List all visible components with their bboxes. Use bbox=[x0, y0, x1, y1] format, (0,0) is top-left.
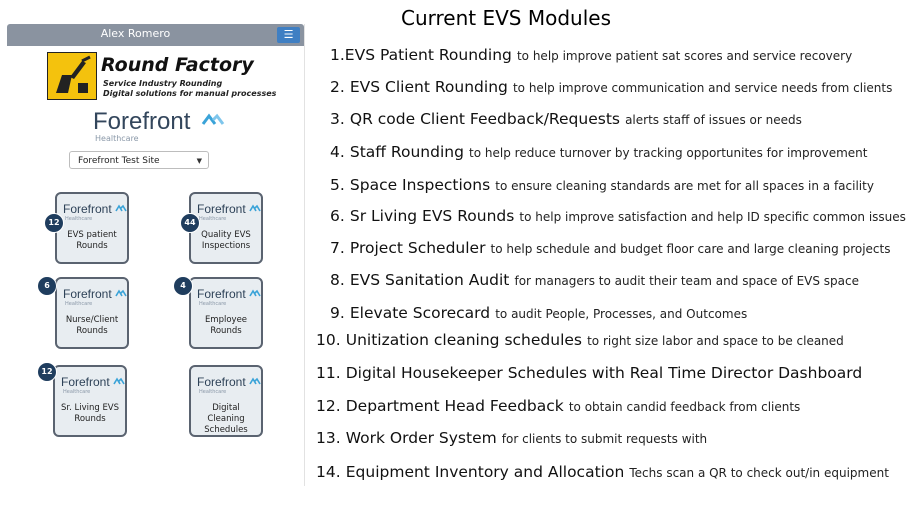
card-logo-sub: Healthcare bbox=[199, 389, 227, 395]
round-factory-logo: Round Factory Service Industry Rounding … bbox=[47, 52, 277, 100]
hamburger-icon[interactable]: ☰ bbox=[277, 27, 300, 43]
site-select-value: Forefront Test Site bbox=[78, 156, 160, 166]
forefront-chevron-icon bbox=[201, 113, 225, 125]
module-item: 5. Space Inspections to ensure cleaning … bbox=[330, 176, 874, 194]
chevron-down-icon: ▼ bbox=[196, 157, 202, 165]
card-logo: Forefront bbox=[197, 375, 246, 389]
module-item: 8. EVS Sanitation Audit for managers to … bbox=[330, 271, 860, 289]
card-logo: Forefront bbox=[197, 287, 246, 301]
forefront-chevron-icon bbox=[249, 377, 261, 385]
card-logo: Forefront bbox=[63, 202, 112, 216]
round-factory-title: Round Factory bbox=[101, 54, 254, 76]
module-item: 14. Equipment Inventory and Allocation T… bbox=[316, 463, 889, 481]
count-badge: 44 bbox=[180, 213, 200, 233]
forefront-chevron-icon bbox=[113, 377, 125, 385]
count-badge: 4 bbox=[173, 276, 193, 296]
card-logo: Forefront bbox=[63, 287, 112, 301]
mop-bucket-icon bbox=[47, 52, 97, 100]
module-item: 7. Project Scheduler to help schedule an… bbox=[330, 239, 891, 257]
card-logo-sub: Healthcare bbox=[199, 301, 227, 307]
forefront-wordmark: Forefront bbox=[93, 108, 191, 135]
card-logo: Forefront bbox=[197, 202, 246, 216]
round-factory-tagline: Digital solutions for manual processes bbox=[103, 89, 277, 98]
module-item: 2. EVS Client Rounding to help improve c… bbox=[330, 78, 893, 96]
module-item: 11. Digital Housekeeper Schedules with R… bbox=[316, 364, 863, 382]
module-item: 4. Staff Rounding to help reduce turnove… bbox=[330, 143, 868, 161]
round-factory-subtitle: Service Industry Rounding bbox=[103, 79, 223, 88]
forefront-subtitle: Healthcare bbox=[95, 134, 139, 143]
count-badge: 6 bbox=[37, 276, 57, 296]
mobile-app-panel: Alex Romero ☰ Round Factory Service Indu… bbox=[7, 24, 305, 486]
card-logo: Forefront bbox=[61, 375, 110, 389]
forefront-logo: Forefront Healthcare bbox=[93, 108, 233, 144]
card-logo-sub: Healthcare bbox=[63, 389, 91, 395]
module-item: 13. Work Order System for clients to sub… bbox=[316, 429, 708, 447]
module-item: 1.EVS Patient Rounding to help improve p… bbox=[330, 46, 853, 64]
module-item: 10. Unitization cleaning schedules to ri… bbox=[316, 331, 844, 349]
card-logo-sub: Healthcare bbox=[199, 216, 227, 222]
module-item: 12. Department Head Feedback to obtain c… bbox=[316, 397, 801, 415]
page-title: Current EVS Modules bbox=[401, 6, 611, 30]
site-select[interactable]: Forefront Test Site ▼ bbox=[69, 151, 209, 169]
module-item: 3. QR code Client Feedback/Requests aler… bbox=[330, 110, 802, 128]
forefront-chevron-icon bbox=[249, 289, 261, 297]
forefront-chevron-icon bbox=[115, 204, 127, 212]
module-item: 9. Elevate Scorecard to audit People, Pr… bbox=[330, 304, 748, 322]
forefront-chevron-icon bbox=[115, 289, 127, 297]
app-top-bar: Alex Romero ☰ bbox=[7, 24, 304, 46]
user-name: Alex Romero bbox=[100, 27, 171, 40]
module-item: 6. Sr Living EVS Rounds to help improve … bbox=[330, 207, 906, 225]
forefront-chevron-icon bbox=[249, 204, 261, 212]
count-badge: 12 bbox=[37, 362, 57, 382]
card-logo-sub: Healthcare bbox=[65, 216, 93, 222]
card-logo-sub: Healthcare bbox=[65, 301, 93, 307]
count-badge: 12 bbox=[44, 213, 64, 233]
